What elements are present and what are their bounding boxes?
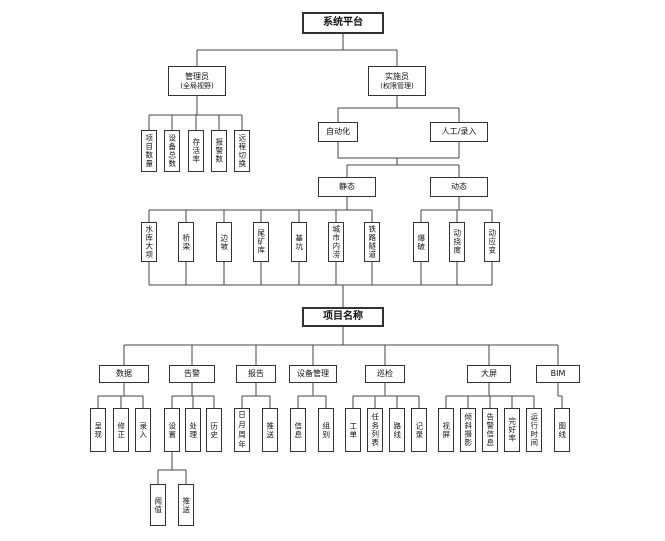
inspection-item-2: 路线 <box>389 408 405 452</box>
data-item-1: 修正 <box>113 408 129 452</box>
node-static: 静态 <box>318 177 376 197</box>
category-screen: 大屏 <box>467 365 511 383</box>
static-item-6: 铁路隧道 <box>364 222 380 262</box>
dynamic-item-0: 爆破 <box>413 222 429 262</box>
admin-item-4: 远程切换 <box>234 130 250 172</box>
static-item-3: 尾矿库 <box>253 222 269 262</box>
node-system-platform: 系统平台 <box>302 12 384 34</box>
category-data: 数据 <box>99 365 149 383</box>
data-item-0: 呈现 <box>90 408 106 452</box>
device-item-1: 组别 <box>318 408 334 452</box>
static-item-5: 城市内涝 <box>328 222 344 262</box>
admin-item-0: 项目数量 <box>141 130 157 172</box>
screen-item-1: 倾斜摄影 <box>460 408 476 452</box>
admin-item-3: 报警数 <box>211 130 227 172</box>
category-device: 设备管理 <box>289 365 337 383</box>
device-item-0: 信息 <box>290 408 306 452</box>
category-report: 报告 <box>236 365 276 383</box>
data-item-2: 录入 <box>135 408 151 452</box>
static-item-0: 水库大坝 <box>141 222 157 262</box>
alarm-sub-item-1: 推送 <box>178 484 194 526</box>
inspection-item-1: 任务列表 <box>367 408 383 452</box>
screen-item-3: 完好率 <box>504 408 520 452</box>
node-dynamic: 动态 <box>430 177 488 197</box>
admin-label: 管理员 <box>185 72 209 81</box>
admin-sub: (全局视野) <box>180 81 214 90</box>
operator-label: 实施员 <box>385 72 409 81</box>
screen-item-2: 告警信息 <box>482 408 498 452</box>
alarm-item-2: 历史 <box>206 408 222 452</box>
admin-item-2: 存活率 <box>188 130 204 172</box>
node-admin: 管理员 (全局视野) <box>168 66 226 96</box>
alarm-item-1: 处理 <box>185 408 201 452</box>
dynamic-item-1: 动挠度 <box>449 222 465 262</box>
alarm-sub-item-0: 阈值 <box>150 484 166 526</box>
category-alarm: 告警 <box>169 365 215 383</box>
static-item-1: 桥梁 <box>178 222 194 262</box>
bim-item-0: 图线 <box>554 408 570 452</box>
report-item-0-text: 日月周年 <box>238 410 246 449</box>
static-item-2: 边坡 <box>216 222 232 262</box>
report-item-0: 日月周年 <box>234 408 250 452</box>
screen-item-4: 运行时间 <box>526 408 542 452</box>
category-bim: BIM <box>536 365 580 383</box>
static-item-4: 基坑 <box>291 222 307 262</box>
node-project: 项目名称 <box>302 307 384 327</box>
inspection-item-3: 记录 <box>411 408 427 452</box>
inspection-item-0: 工单 <box>345 408 361 452</box>
category-inspection: 巡检 <box>365 365 405 383</box>
alarm-item-0: 设置 <box>164 408 180 452</box>
node-operator: 实施员 (权限管理) <box>368 66 426 96</box>
dynamic-item-2: 动应变 <box>484 222 500 262</box>
screen-item-0: 视屏 <box>438 408 454 452</box>
node-manual: 人工/录入 <box>430 122 488 142</box>
admin-item-1: 设备总数 <box>164 130 180 172</box>
node-auto: 自动化 <box>318 122 358 142</box>
operator-sub: (权限管理) <box>380 81 414 90</box>
report-item-1: 推送 <box>262 408 278 452</box>
